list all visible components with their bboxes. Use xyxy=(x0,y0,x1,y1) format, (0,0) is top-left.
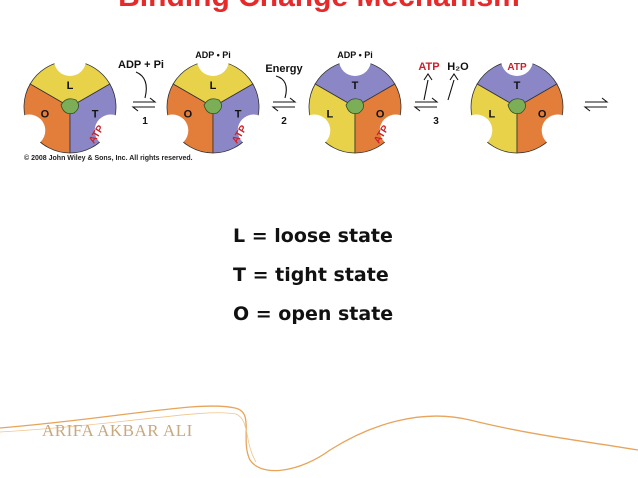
notch-left xyxy=(156,114,189,147)
state-label-left: O xyxy=(184,109,193,121)
arrow-forward xyxy=(585,97,609,103)
arrow-forward xyxy=(273,97,297,103)
notch-top xyxy=(501,44,533,76)
atp-product-label: ATP xyxy=(507,62,527,73)
central-shaft xyxy=(203,98,222,115)
arrow-forward xyxy=(415,97,439,103)
notch-right xyxy=(541,114,574,147)
swoosh-line-upper xyxy=(0,405,638,472)
step-1-arrow: ADP + Pi 1 xyxy=(118,59,164,127)
state-label-right: T xyxy=(92,109,99,121)
state-label-right: O xyxy=(538,109,547,121)
step-2-number: 2 xyxy=(281,116,287,127)
incoming-arrow xyxy=(135,71,147,99)
central-shaft xyxy=(507,98,526,115)
state-label-top: L xyxy=(67,80,74,92)
slide-title: Binding Change Mechanism xyxy=(0,0,638,14)
notch-top xyxy=(197,44,229,76)
decorative-swoosh xyxy=(0,405,638,472)
step-1-number: 1 xyxy=(142,116,148,127)
notch-left xyxy=(460,114,493,147)
step-3-water-label: H₂O xyxy=(447,61,469,73)
atp-out-arrow xyxy=(423,73,433,101)
central-shaft xyxy=(345,98,364,115)
state-label-left: O xyxy=(41,109,50,121)
notch-left xyxy=(298,114,331,147)
central-shaft xyxy=(60,98,79,115)
legend-tight: T = tight state xyxy=(233,264,389,286)
legend-open: O = open state xyxy=(233,303,394,325)
enzyme-stage-4: T L O ATP xyxy=(460,44,574,154)
state-label-left: L xyxy=(489,109,496,121)
step-2-label: Energy xyxy=(265,63,303,75)
substrate-label: ADP • Pi xyxy=(195,50,231,60)
notch-left xyxy=(13,114,46,147)
step-3-number: 3 xyxy=(433,116,439,127)
substrate-label: ADP • Pi xyxy=(337,50,373,60)
state-label-left: L xyxy=(327,109,334,121)
state-label-top: T xyxy=(514,80,521,92)
notch-top xyxy=(54,44,86,76)
arrow-reverse xyxy=(131,106,155,112)
step-1-label: ADP + Pi xyxy=(118,59,164,71)
arrow-reverse xyxy=(583,106,607,112)
author-name: ARIFA AKBAR ALI xyxy=(42,421,193,440)
state-label-top: T xyxy=(352,80,359,92)
state-label-right: O xyxy=(376,109,385,121)
legend: L = loose state T = tight state O = open… xyxy=(233,222,393,339)
state-label-right: T xyxy=(235,109,242,121)
trailing-equilibrium-arrow xyxy=(583,97,609,112)
notch-right xyxy=(237,114,270,147)
copyright-notice: © 2008 John Wiley & Sons, Inc. All right… xyxy=(24,155,193,162)
step-3-atp-label: ATP xyxy=(418,61,439,73)
swoosh-line-lower xyxy=(0,412,257,463)
step-2-arrow: Energy 2 xyxy=(265,63,303,127)
notch-right xyxy=(94,114,127,147)
legend-loose: L = loose state xyxy=(233,225,393,247)
notch-right xyxy=(379,114,412,147)
step-3-arrow: ATP H₂O 3 xyxy=(413,61,469,127)
state-label-top: L xyxy=(210,80,217,92)
arrow-forward xyxy=(133,97,157,103)
water-out-arrow xyxy=(447,73,459,101)
arrow-reverse xyxy=(271,106,295,112)
notch-top xyxy=(339,44,371,76)
incoming-arrow xyxy=(275,75,287,99)
arrow-reverse xyxy=(413,106,437,112)
